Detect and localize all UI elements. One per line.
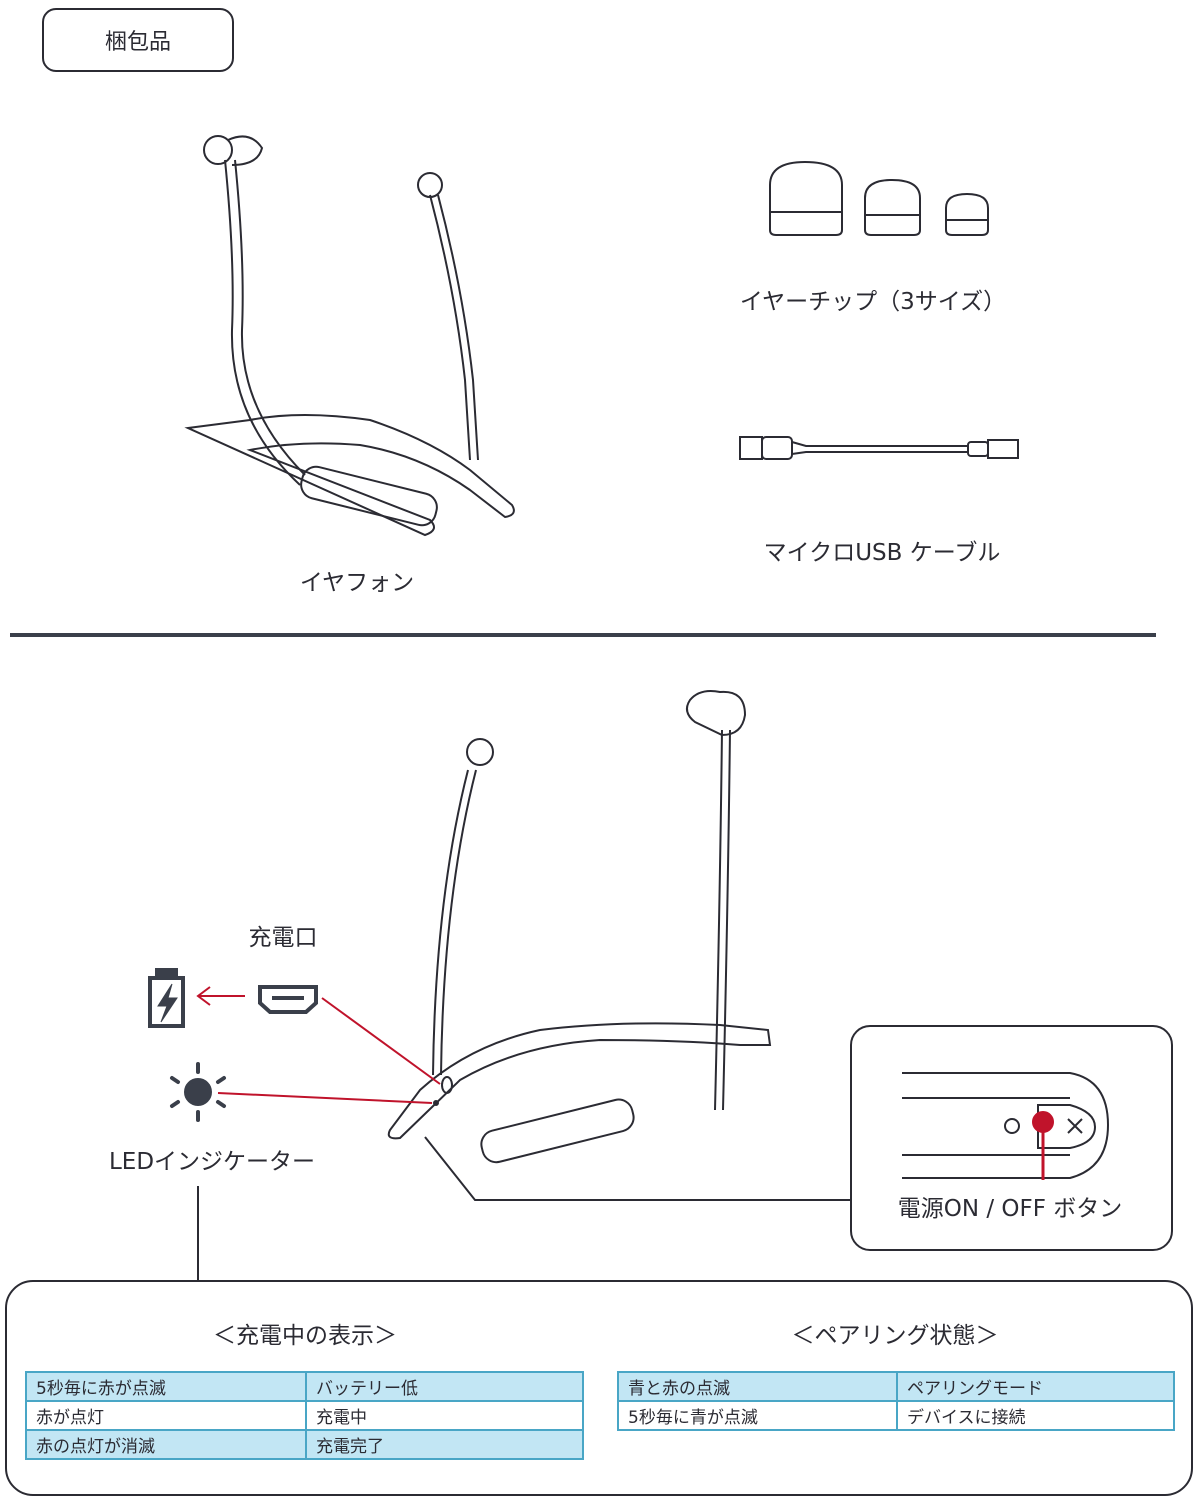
led-pointer-line [217,1092,433,1104]
state-cell: 5秒毎に青が点滅 [617,1400,898,1431]
table-row: 5秒毎に赤が点滅バッテリー低 [25,1371,584,1402]
meaning-cell: 充電中 [305,1400,584,1431]
meaning-cell: 充電完了 [305,1429,584,1460]
power-button-detail [902,1072,1110,1180]
power-button-label: 電源ON / OFF ボタン [897,1196,1123,1222]
usb-cable-illustration [739,436,1019,460]
pairing-status-table: 青と赤の点滅ペアリングモード 5秒毎に青が点滅デバイスに接続 [617,1371,1175,1431]
state-cell: 5秒毎に赤が点滅 [25,1371,307,1402]
meaning-cell: ペアリングモード [896,1371,1175,1402]
led-indicator-label: LEDインジケーター [108,1149,316,1175]
state-cell: 赤が点灯 [25,1400,307,1431]
eartips-illustration [769,160,989,236]
table-row: 青と赤の点滅ペアリングモード [617,1371,1175,1402]
led-sun-icon [170,1062,226,1122]
port-pointer-line [321,997,441,1085]
charging-port-label: 充電口 [248,925,318,951]
cable-label: マイクロUSB ケーブル [763,540,1001,566]
arrow-left-icon [196,986,245,1006]
led-status-panel [5,1280,1193,1496]
meaning-cell: バッテリー低 [305,1371,584,1402]
power-button-marker-icon [1032,1111,1054,1133]
state-cell: 青と赤の点滅 [617,1371,898,1402]
earphone-illustration [184,135,515,537]
charging-port-icon [258,985,318,1014]
charging-display-table: 5秒毎に赤が点滅バッテリー低 赤が点灯充電中 赤の点灯が消滅充電完了 [25,1371,584,1460]
package-contents-tag: 梱包品 [42,8,234,72]
earphone-detail-illustration [387,690,850,1201]
battery-charging-icon [148,968,185,1028]
earphone-label: イヤフォン [299,570,415,596]
table-row: 5秒毎に青が点滅デバイスに接続 [617,1400,1175,1431]
meaning-cell: デバイスに接続 [896,1400,1175,1431]
state-cell: 赤の点灯が消滅 [25,1429,307,1460]
table-row: 赤の点灯が消滅充電完了 [25,1429,584,1460]
table-row: 赤が点灯充電中 [25,1400,584,1431]
eartips-label: イヤーチップ（3サイズ） [739,289,1007,315]
charging-display-title: ＜充電中の表示＞ [213,1323,397,1349]
power-button-callout [850,1025,1173,1251]
pairing-status-title: ＜ペアリング状態＞ [791,1323,999,1349]
